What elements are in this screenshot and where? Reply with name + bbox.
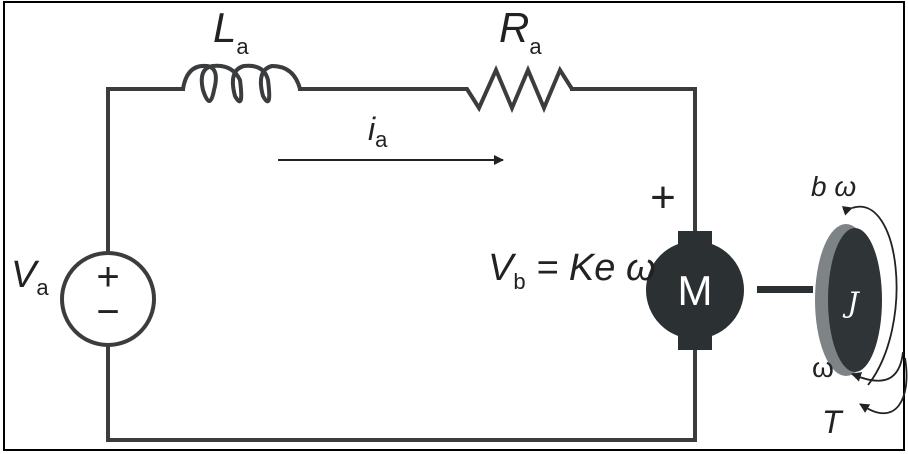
source-plus-sign: + xyxy=(96,255,119,299)
resistor-label: Ra xyxy=(499,4,542,59)
motor-body xyxy=(646,241,744,339)
motor-shaft xyxy=(757,286,813,293)
current-label: ia xyxy=(368,111,388,152)
inertia-disk-face xyxy=(828,228,882,372)
speed-label: ω xyxy=(812,352,834,383)
motor-plus-sign: + xyxy=(650,173,676,222)
damping-arrow xyxy=(841,205,898,386)
resistor-zigzag xyxy=(458,64,574,114)
wires xyxy=(106,87,697,442)
inductor-label: La xyxy=(213,4,249,59)
inductor-coil xyxy=(181,63,302,104)
speed-arrowhead-stem xyxy=(851,372,863,382)
diagram-frame xyxy=(3,1,905,451)
source-minus-sign: − xyxy=(96,290,119,334)
rotation-arrows xyxy=(841,205,908,415)
voltage-source-circle xyxy=(60,251,156,347)
damping-label: b ω xyxy=(811,171,856,202)
back-emf-label: Vb = Ke ω xyxy=(488,247,656,294)
torque-arrow xyxy=(861,357,908,415)
inertia-label: J xyxy=(842,286,860,319)
torque-label: T xyxy=(822,404,844,440)
torque-arrowhead-stem xyxy=(859,403,871,413)
motor-letter: M xyxy=(678,267,713,314)
source-voltage-label: Va xyxy=(11,254,49,300)
